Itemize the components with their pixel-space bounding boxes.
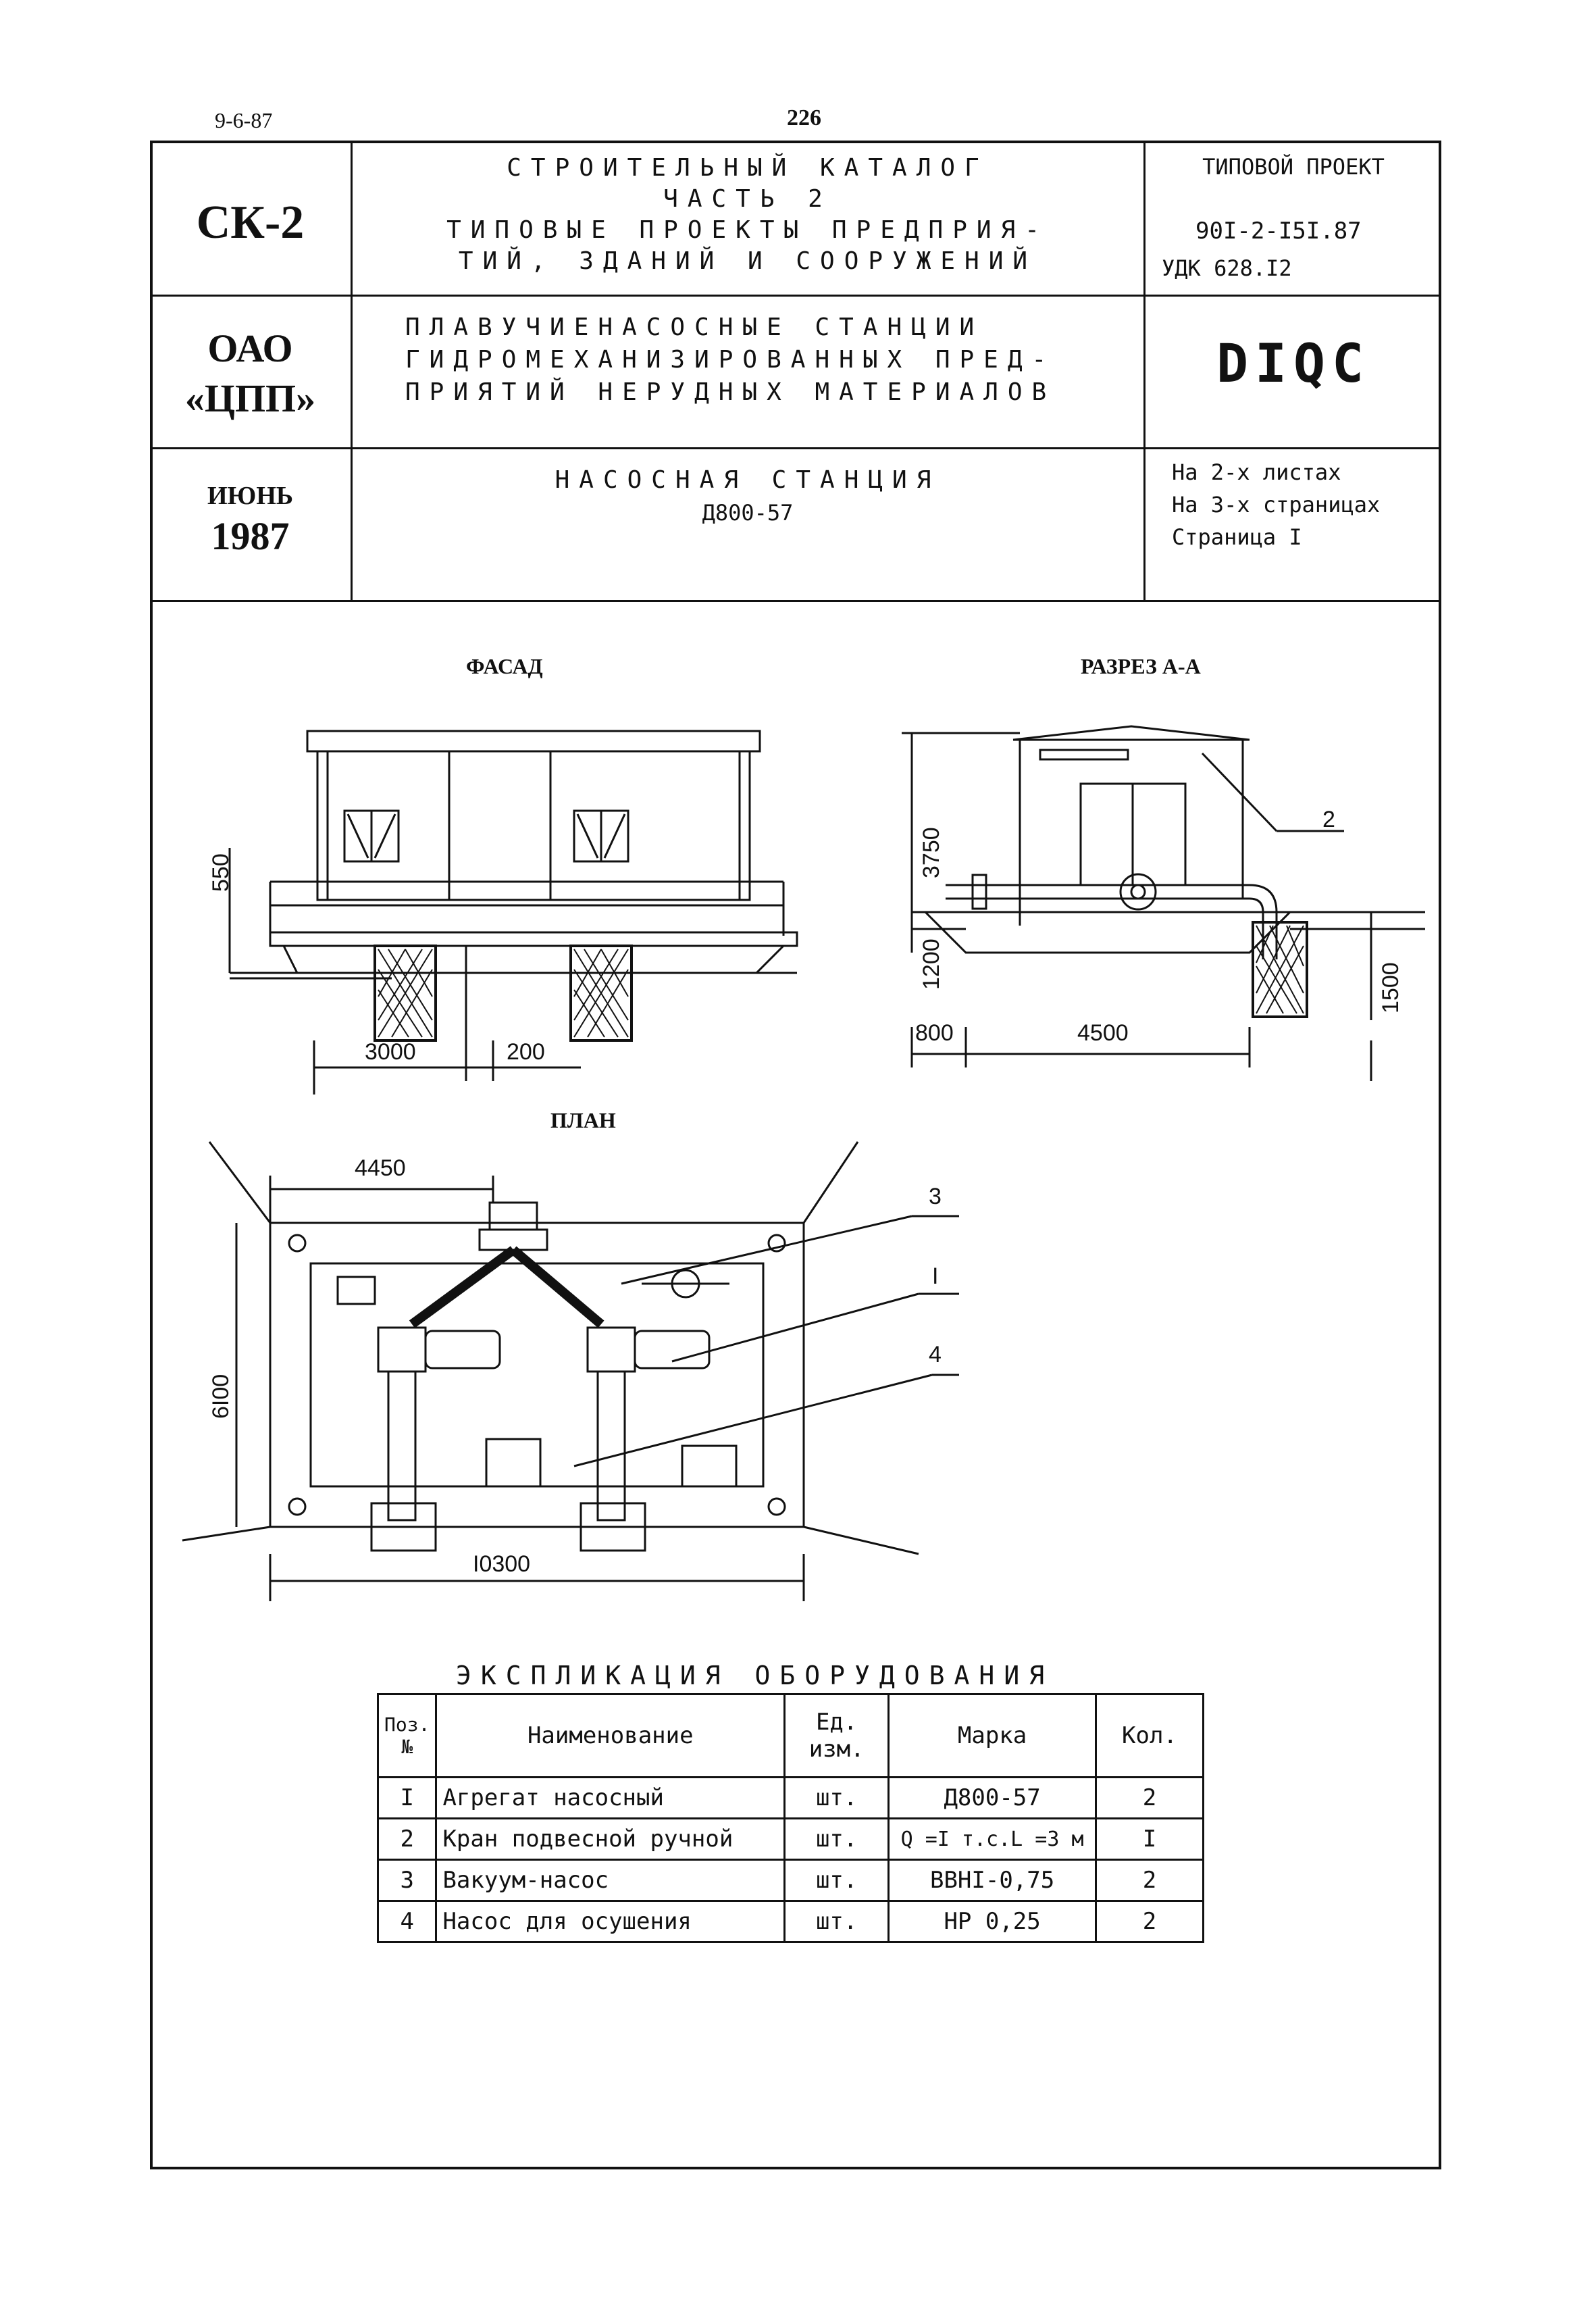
sheets-line-2: На 3-х страницах [1172,492,1381,518]
plan-title: ПЛАН [550,1108,616,1132]
sheets-line-3: Страница I [1172,524,1302,550]
header-col-2 [1143,141,1145,601]
row-3-unit: шт. [783,1859,890,1902]
header-name: Наименование [435,1693,786,1778]
catalog-line-4: ТИЙ, ЗДАНИЙ И СООРУЖЕНИЙ [458,247,1037,275]
plan-motor-1 [424,1330,501,1369]
page-number: 226 [787,105,821,130]
plan-pit-2 [580,1502,646,1552]
facade-deck [269,931,798,947]
title-line-1: ПЛАВУЧИЕНАСОСНЫЕ СТАНЦИИ [405,313,984,341]
issue-month: ИЮНЬ [207,482,294,510]
plan-callout-4: 4 [929,1342,942,1367]
sheets-line-1: На 2-х листах [1172,459,1341,485]
subtitle-line-1: НАСОСНАЯ СТАНЦИЯ [555,466,941,494]
facade-dim-height: 550 [208,853,234,892]
row-1-mark: Д800-57 [887,1776,1097,1819]
table-header-row: Поз. № Наименование Ед. изм. Марка Кол. [376,1693,1205,1778]
section-title: РАЗРЕЗ А-А [1081,654,1201,678]
project-label: ТИПОВОЙ ПРОЕКТ [1202,154,1385,180]
catalog-line-2: ЧАСТЬ 2 [663,185,832,213]
catalog-line-1: СТРОИТЕЛЬНЫЙ КАТАЛОГ [507,154,989,182]
subtitle-line-2: Д800-57 [702,500,794,526]
plan-callout-3: 3 [929,1184,942,1209]
header-divider-1 [150,295,1441,297]
catalog-line-3: ТИПОВЫЕ ПРОЕКТЫ ПРЕДПРИЯ- [446,216,1049,244]
org-line-1: ОАО [207,326,293,370]
section-callout-2: 2 [1322,807,1335,832]
udk-code: УДК 628.I2 [1162,255,1292,281]
row-1-unit: шт. [783,1776,890,1819]
section-dim-height-bottom: 1200 [919,938,944,990]
title-line-2: ГИДРОМЕХАНИЗИРОВАННЫХ ПРЕД- [405,346,1056,374]
section-dim-left: 800 [915,1020,954,1046]
facade-body [316,750,751,901]
plan-pump-1 [377,1326,427,1373]
project-code: DIQC [1216,334,1370,395]
page-date: 9-6-87 [215,108,273,132]
row-2-unit: шт. [783,1817,890,1861]
row-1-qty: 2 [1094,1776,1205,1819]
section-dim-height-top: 3750 [919,827,944,878]
row-4-name: Насос для осушения [435,1900,786,1943]
row-2-pos: 2 [376,1817,438,1861]
project-number: 90I-2-I5I.87 [1195,218,1362,245]
header-mark: Марка [887,1693,1097,1778]
row-3-name: Вакуум-насос [435,1859,786,1902]
row-3-pos: 3 [376,1859,438,1902]
row-4-qty: 2 [1094,1900,1205,1943]
explication-table: Поз. № Наименование Ед. изм. Марка Кол. … [376,1693,1205,1943]
title-line-3: ПРИЯТИЙ НЕРУДНЫХ МАТЕРИАЛОВ [405,378,1056,406]
facade-roof [306,730,761,753]
row-3-qty: 2 [1094,1859,1205,1902]
facade-pit-1 [374,945,437,1042]
row-4-mark: НР 0,25 [887,1900,1097,1943]
row-2-mark: Q =I т.с.L =3 м [887,1817,1097,1861]
explication-title: ЭКСПЛИКАЦИЯ ОБОРУДОВАНИЯ [456,1661,1054,1690]
header-pos: Поз. № [376,1693,438,1778]
header-divider-2 [150,447,1441,449]
row-4-unit: шт. [783,1900,890,1943]
header-qty: Кол. [1094,1693,1205,1778]
plan-dim-top: 4450 [355,1155,406,1181]
issue-year: 1987 [211,514,290,558]
header-divider-3 [150,600,1441,602]
plan-dim-bottom: I0300 [473,1551,531,1577]
header-col-1 [351,141,353,601]
facade-dim-span-1: 3000 [365,1039,416,1065]
section-pump [1119,873,1157,911]
facade-title: ФАСАД [466,654,543,678]
sheet-frame [150,141,1441,2169]
row-1-name: Агрегат насосный [435,1776,786,1819]
plan-callout-1: I [932,1263,939,1289]
plan-dim-side: 6I00 [208,1374,234,1419]
plan-pump-2 [586,1326,636,1373]
facade-drawing [228,730,798,1095]
section-drawing [902,725,1425,1081]
section-dim-width: 4500 [1077,1020,1129,1046]
header-unit: Ед. изм. [783,1693,890,1778]
table-row: 4 Насос для осушения шт. НР 0,25 2 [376,1900,1205,1943]
row-4-pos: 4 [376,1900,438,1943]
plan-pit-1 [370,1502,437,1552]
org-line-2: «ЦПП» [184,376,316,420]
row-3-mark: ВВНI-0,75 [887,1859,1097,1902]
plan-drawing [182,1141,959,1601]
table-row: I Агрегат насосный шт. Д800-57 2 [376,1776,1205,1819]
plan-motor-2 [634,1330,711,1369]
section-pit [1252,921,1308,1018]
section-dim-depth: 1500 [1378,962,1404,1013]
facade-pit-2 [569,945,633,1042]
catalog-code: СК-2 [196,197,305,249]
row-2-qty: I [1094,1817,1205,1861]
table-row: 3 Вакуум-насос шт. ВВНI-0,75 2 [376,1859,1205,1902]
row-2-name: Кран подвесной ручной [435,1817,786,1861]
facade-dim-span-2: 200 [507,1039,545,1065]
row-1-pos: I [376,1776,438,1819]
table-row: 2 Кран подвесной ручной шт. Q =I т.с.L =… [376,1817,1205,1861]
